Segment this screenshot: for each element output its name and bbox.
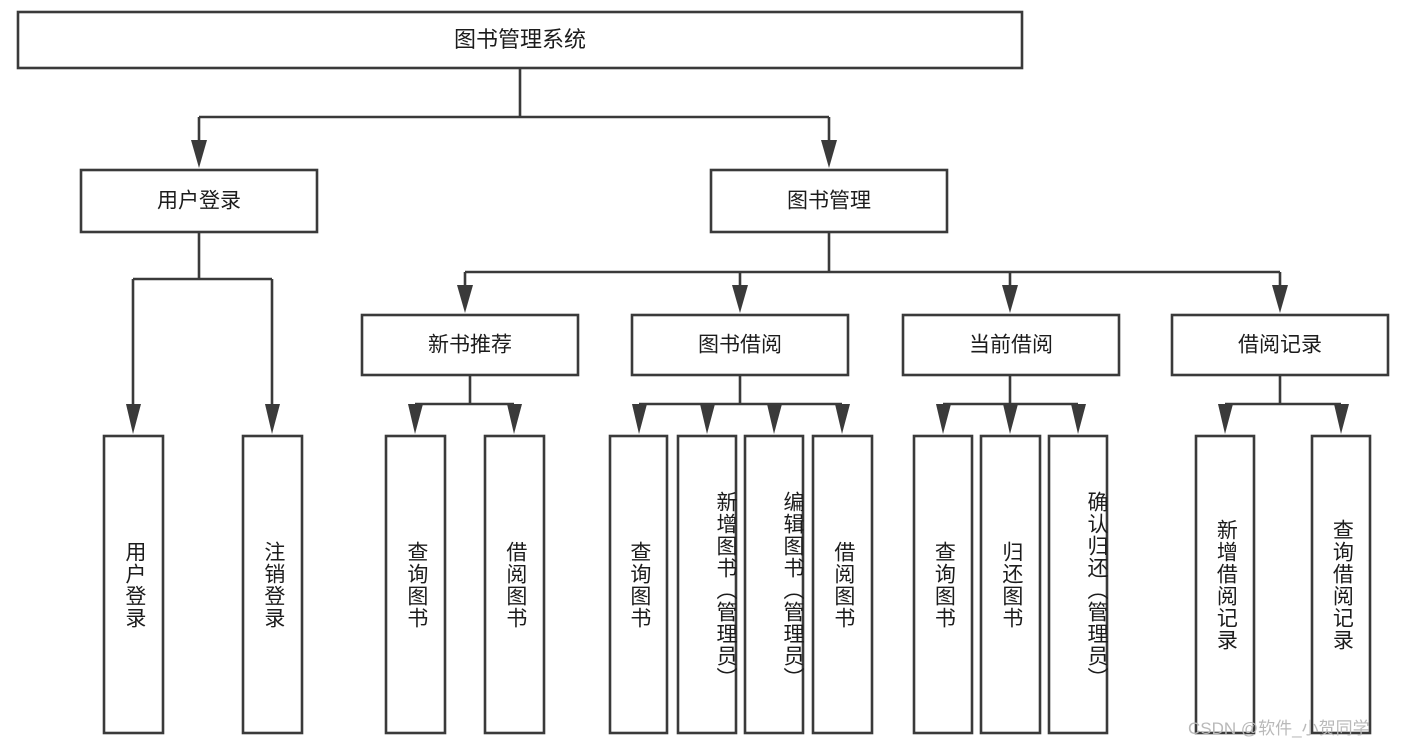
node-new-book-recommend-label: 新书推荐: [428, 334, 512, 357]
arrowhead-leaf-add-book: [700, 404, 715, 434]
node-borrow-record[interactable]: 借阅记录: [1170, 313, 1390, 377]
node-user-login-rect[interactable]: [79, 168, 319, 234]
arrowhead-leaf-return-book: [1003, 404, 1018, 434]
node-root[interactable]: 图书管理系统: [16, 10, 1024, 70]
leaf-borrow-book-rect[interactable]: [811, 434, 874, 735]
connector-group-bookborrow-to-leaves: [632, 375, 850, 434]
connector-group-bookmanagement-to-level3: [457, 232, 1288, 313]
arrowhead-current-borrow: [1002, 285, 1018, 313]
arrowhead-leaf-query-borrow-record: [1334, 404, 1349, 434]
node-user-login[interactable]: 用户登录: [79, 168, 319, 234]
leaf-borrow-book-recommend-rect[interactable]: [483, 434, 546, 735]
arrowhead-leaf-query-book-recommend: [408, 404, 423, 434]
arrowhead-leaf-logout: [265, 404, 280, 434]
leaf-user-login-rect[interactable]: [102, 434, 165, 735]
node-new-book-recommend[interactable]: 新书推荐: [360, 313, 580, 377]
node-borrow-record-label: 借阅记录: [1238, 334, 1322, 357]
leaf-edit-book-rect[interactable]: [743, 434, 805, 735]
leaf-return-book-rect[interactable]: [979, 434, 1042, 735]
node-borrow-record-rect[interactable]: [1170, 313, 1390, 377]
node-book-borrow[interactable]: 图书借阅: [630, 313, 850, 377]
node-root-rect[interactable]: [16, 10, 1024, 70]
leaf-query-book-borrow-rect[interactable]: [608, 434, 669, 735]
node-book-management-label: 图书管理: [787, 190, 871, 213]
arrowhead-book-management: [821, 140, 837, 168]
node-current-borrow-rect[interactable]: [901, 313, 1121, 377]
arrowhead-leaf-confirm-return: [1071, 404, 1086, 434]
arrowhead-leaf-query-book-borrow: [632, 404, 647, 434]
connector-group-borrowrecord-to-leaves: [1218, 375, 1349, 434]
node-root-label: 图书管理系统: [454, 27, 586, 52]
arrowhead-leaf-user-login: [126, 404, 141, 434]
arrowhead-leaf-borrow-book-recommend: [507, 404, 522, 434]
node-current-borrow-label: 当前借阅: [969, 334, 1053, 357]
arrowhead-leaf-query-book-current: [936, 404, 951, 434]
arrowhead-user-login: [191, 140, 207, 168]
arrowhead-leaf-edit-book: [767, 404, 782, 434]
arrowhead-borrow-record: [1272, 285, 1288, 313]
arrowhead-book-borrow: [732, 285, 748, 313]
leaf-logout-rect[interactable]: [241, 434, 304, 735]
node-user-login-label: 用户登录: [157, 190, 241, 213]
connector-group-userlogin-to-leaves: [126, 232, 280, 434]
arrowhead-new-book-recommend: [457, 285, 473, 313]
node-book-management-rect[interactable]: [709, 168, 949, 234]
watermark-text: CSDN @软件_小贺同学: [1188, 719, 1370, 738]
node-book-management[interactable]: 图书管理: [709, 168, 949, 234]
node-new-book-recommend-rect[interactable]: [360, 313, 580, 377]
leaf-query-book-recommend-rect[interactable]: [384, 434, 447, 735]
node-current-borrow[interactable]: 当前借阅: [901, 313, 1121, 377]
leaf-add-borrow-record-rect[interactable]: [1194, 434, 1256, 735]
connector-group-root-to-level2: [191, 68, 837, 168]
leaf-confirm-return-rect[interactable]: [1047, 434, 1109, 735]
arrowhead-leaf-borrow-book: [835, 404, 850, 434]
leaf-boxes-group: [102, 434, 1372, 735]
arrowhead-leaf-add-borrow-record: [1218, 404, 1233, 434]
connector-group-newbook-to-leaves: [408, 375, 522, 434]
node-book-borrow-label: 图书借阅: [698, 334, 782, 357]
node-book-borrow-rect[interactable]: [630, 313, 850, 377]
leaf-add-book-rect[interactable]: [676, 434, 738, 735]
connector-group-currentborrow-to-leaves: [936, 375, 1086, 434]
leaf-query-book-current-rect[interactable]: [912, 434, 974, 735]
leaf-query-borrow-record-rect[interactable]: [1310, 434, 1372, 735]
